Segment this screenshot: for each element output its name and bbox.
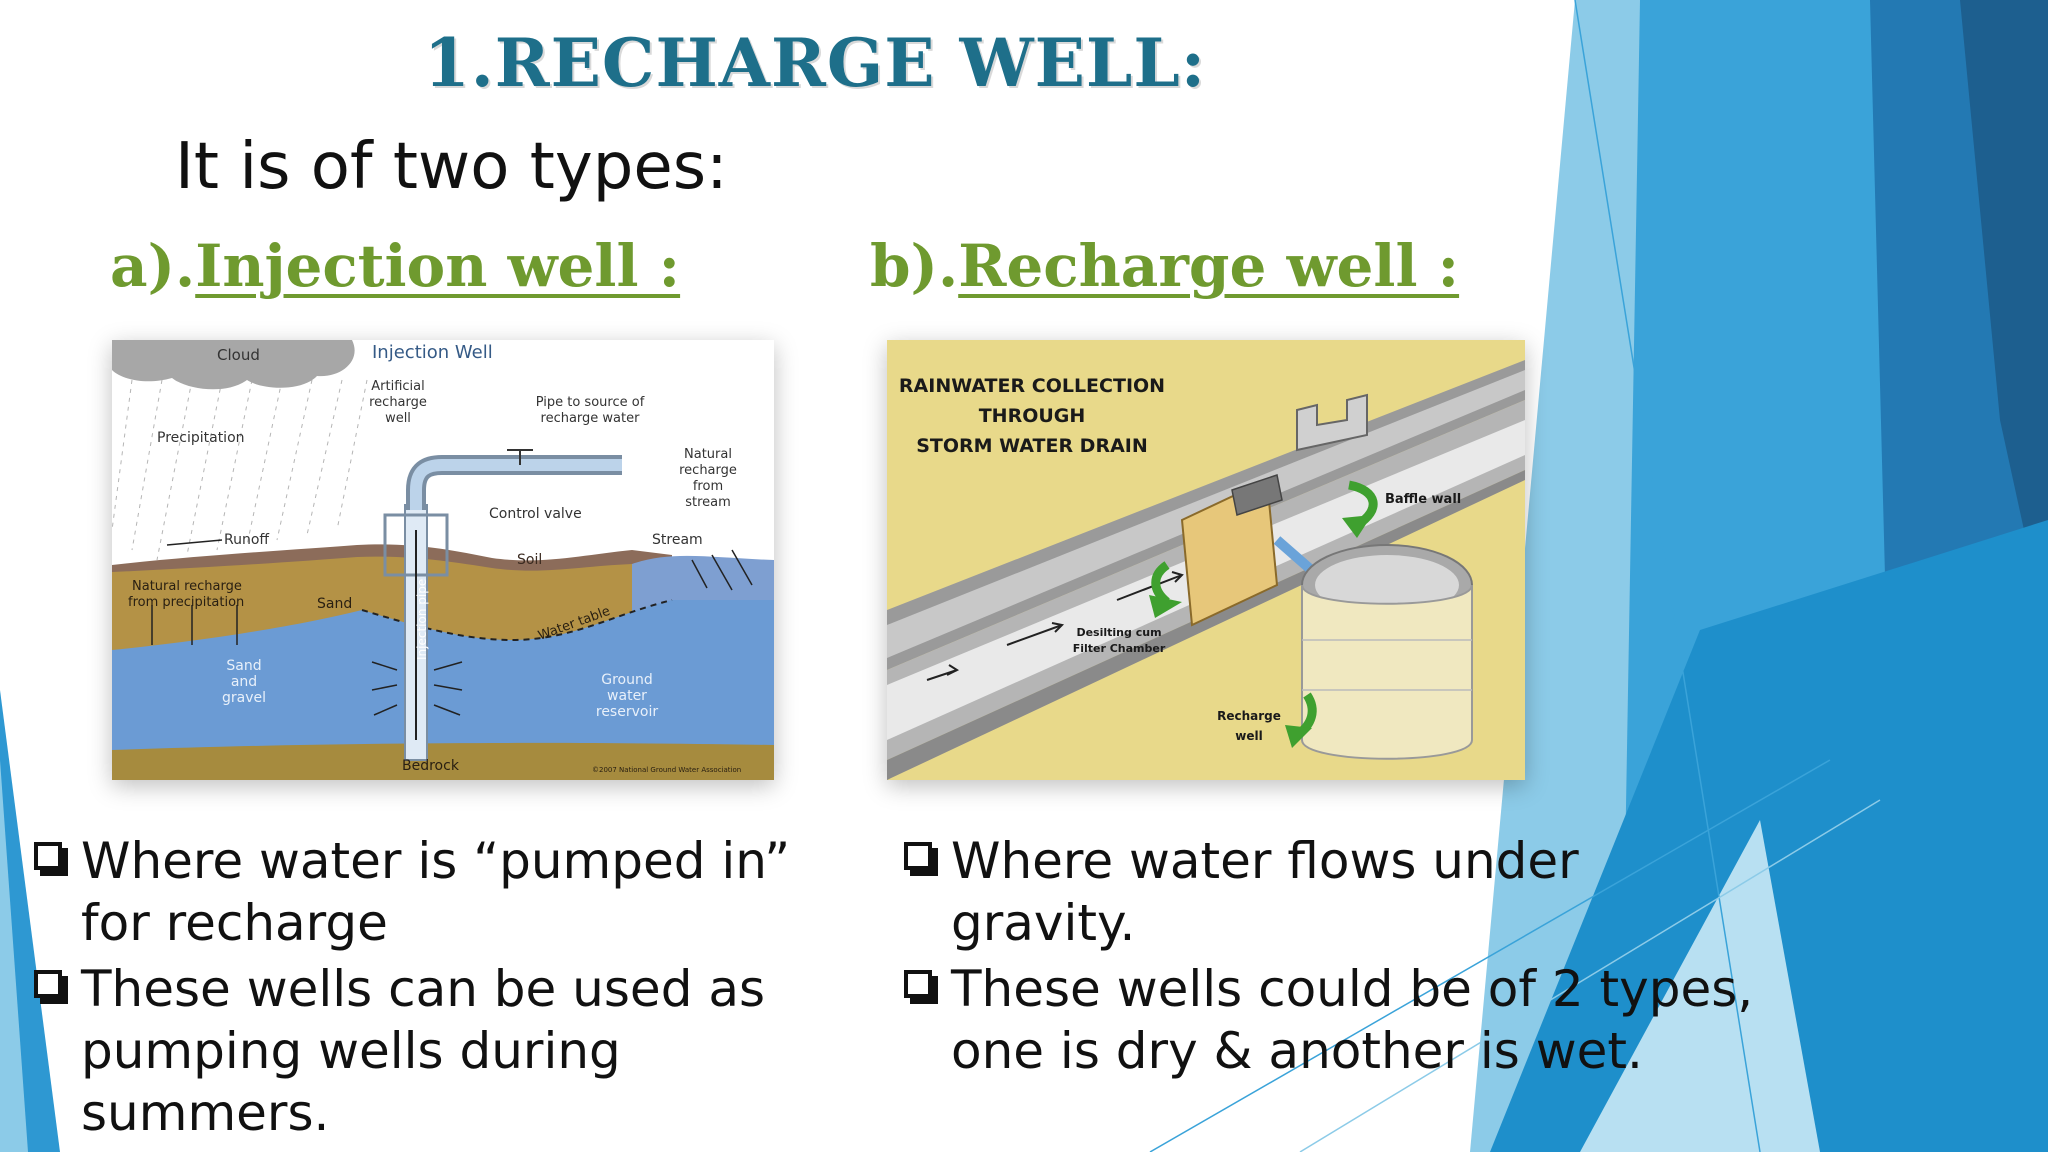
bullet-text: These wells could be of 2 types, one is …: [951, 960, 1754, 1080]
slide-subtitle: It is of two types:: [175, 130, 728, 204]
deco-shape-right-edge: [1960, 0, 2048, 640]
label-bedrock: Bedrock: [402, 758, 460, 774]
deco-shape-left-light: [0, 760, 28, 1152]
label-natural-stream-2: recharge: [679, 463, 737, 478]
label-artificial-2: recharge: [369, 395, 427, 410]
caption-line-1: RAINWATER COLLECTION: [899, 375, 1165, 397]
label-reservoir-2: water: [607, 688, 647, 704]
checkbox-bullet-icon: [34, 970, 62, 998]
label-pipe-1: Pipe to source of: [536, 395, 645, 410]
deco-shape-lower-light: [1580, 820, 1820, 1152]
bullets-recharge-well: Where water flows under gravity. These w…: [904, 830, 1764, 1086]
heading-text: Injection well :: [195, 232, 681, 300]
bullet-text: These wells can be used as pumping wells…: [81, 960, 766, 1142]
label-desilting-1: Desilting cum: [1076, 626, 1161, 639]
checkbox-bullet-icon: [904, 842, 932, 870]
label-control-valve: Control valve: [489, 506, 582, 522]
deco-line-3: [1299, 799, 1881, 1152]
label-sand-gravel-3: gravel: [222, 690, 266, 706]
deco-shape-bottom-arrow: [1490, 520, 2048, 1152]
recharge-well-diagram: RAINWATER COLLECTION THROUGH STORM WATER…: [887, 340, 1525, 780]
caption-line-2: THROUGH: [979, 405, 1086, 427]
label-soil: Soil: [517, 552, 542, 568]
label-sand-gravel-2: and: [231, 674, 257, 690]
heading-text: Recharge well :: [958, 232, 1460, 300]
bullet-text: Where water flows under gravity.: [951, 832, 1579, 952]
recharge-well-illustration: RAINWATER COLLECTION THROUGH STORM WATER…: [887, 340, 1525, 780]
label-natural-precip-2: from precipitation: [128, 595, 244, 610]
label-recharge-1: Recharge: [1217, 709, 1281, 723]
slide-title: 1.RECHARGE WELL:: [423, 24, 1207, 102]
label-sand: Sand: [317, 596, 352, 612]
deco-line-2: [1149, 759, 1831, 1152]
checkbox-bullet-icon: [904, 970, 932, 998]
label-natural-precip-1: Natural recharge: [132, 579, 242, 594]
heading-recharge-well: b).Recharge well :: [870, 232, 1459, 300]
label-desilting-2: Filter Chamber: [1073, 642, 1166, 655]
list-item: Where water is “pumped in” for recharge: [34, 830, 794, 954]
label-injection-pipe: Injection pipe: [415, 579, 429, 660]
bullet-text: Where water is “pumped in” for recharge: [81, 832, 791, 952]
checkbox-bullet-icon: [34, 842, 62, 870]
label-natural-stream-3: from: [693, 479, 723, 494]
bullets-injection-well: Where water is “pumped in” for recharge …: [34, 830, 794, 1148]
heading-prefix: a).: [110, 232, 196, 300]
caption-line-3: STORM WATER DRAIN: [916, 435, 1148, 457]
list-item: These wells can be used as pumping wells…: [34, 958, 794, 1144]
label-copyright: ©2007 National Ground Water Association: [592, 766, 741, 774]
label-baffle-wall: Baffle wall: [1385, 492, 1461, 507]
label-runoff: Runoff: [224, 532, 269, 548]
injection-well-diagram: Cloud Injection Well Precipitation Artif…: [112, 340, 774, 780]
list-item: These wells could be of 2 types, one is …: [904, 958, 1764, 1082]
deco-line-1: [1574, 0, 1761, 1152]
label-precipitation: Precipitation: [157, 430, 245, 446]
label-natural-stream-4: stream: [685, 495, 731, 510]
label-stream: Stream: [652, 532, 703, 548]
label-artificial-1: Artificial: [371, 379, 424, 394]
label-reservoir-3: reservoir: [596, 704, 658, 720]
heading-injection-well: a).Injection well :: [110, 232, 680, 300]
label-pipe-2: recharge water: [541, 411, 641, 426]
label-artificial-3: well: [385, 411, 411, 426]
label-recharge-2: well: [1235, 729, 1262, 743]
list-item: Where water flows under gravity.: [904, 830, 1764, 954]
label-natural-stream-1: Natural: [684, 447, 732, 462]
injection-well-illustration: Cloud Injection Well Precipitation Artif…: [112, 340, 774, 780]
label-sand-gravel-1: Sand: [226, 658, 261, 674]
label-reservoir-1: Ground: [601, 672, 653, 688]
heading-prefix: b).: [870, 232, 959, 300]
figure-title: Injection Well: [372, 342, 493, 363]
label-cloud: Cloud: [217, 346, 260, 364]
